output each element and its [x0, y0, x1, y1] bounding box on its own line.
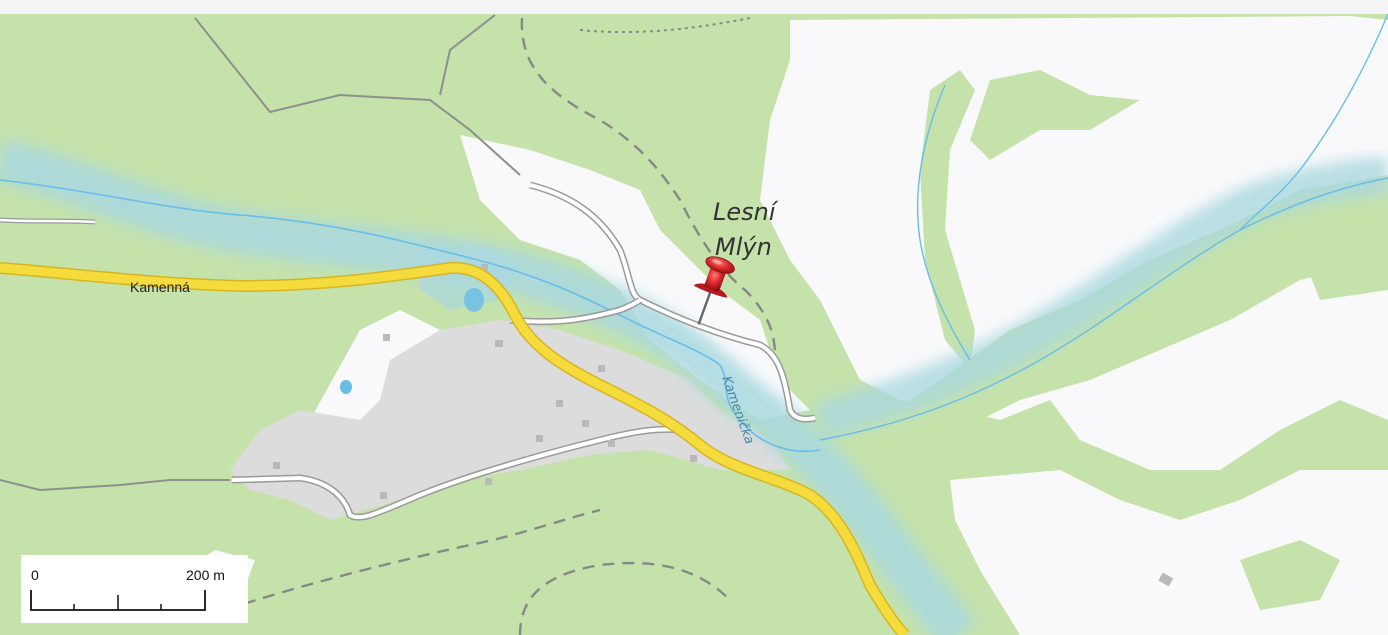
top-margin [0, 0, 1388, 14]
open-land-north [460, 135, 810, 420]
minor-road-link [509, 298, 642, 324]
road-kamenna [0, 263, 909, 635]
footpath-north [520, 17, 777, 356]
village-built-up [230, 320, 790, 520]
buildings [273, 262, 1174, 587]
boundary-line-1 [194, 17, 521, 176]
red-pushpin-icon[interactable] [682, 252, 740, 330]
forest-strip-creek [920, 70, 975, 370]
road-label-kamenna: Kamenná [130, 279, 190, 295]
footpath-south [224, 508, 601, 612]
footpath-southcentral [518, 561, 731, 635]
minor-road-south [231, 427, 681, 520]
minor-road-west [0, 218, 96, 224]
scale-start-label: 0 [31, 567, 39, 583]
scale-bar: 0 200 m [21, 555, 248, 623]
forest-strip-ne [970, 70, 1140, 160]
place-label-line1: Lesní [713, 198, 779, 226]
footpath-top [579, 17, 751, 34]
boundary-line-2 [439, 14, 496, 96]
forest-strip-east [880, 175, 1388, 450]
forest-spot-se [1240, 540, 1340, 610]
minor-road-north [529, 183, 816, 421]
scale-end-label: 200 m [186, 567, 225, 583]
pond-west [340, 380, 352, 394]
open-land-northeast [760, 16, 1388, 470]
pond-small [464, 288, 484, 312]
stream-north [1239, 13, 1388, 231]
stream-east [819, 177, 1388, 441]
scale-bar-ruler [30, 590, 206, 611]
stream-main [0, 179, 821, 452]
place-label-line2: Mlýn [715, 233, 772, 261]
river-corridor-east [815, 156, 1388, 439]
boundary-line-3 [0, 479, 230, 492]
stream-creek [916, 84, 971, 361]
